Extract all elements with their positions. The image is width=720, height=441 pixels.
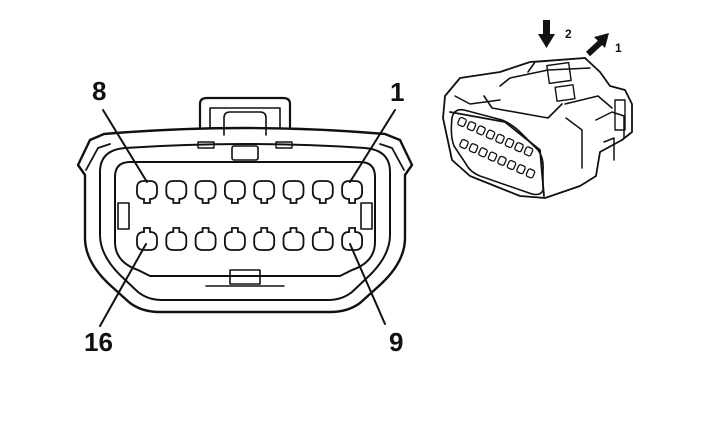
arrow-diagonal-icon bbox=[585, 33, 609, 57]
arrow-label-2: 2 bbox=[565, 27, 572, 41]
pin-insert bbox=[114, 161, 376, 277]
arrow-label-1: 1 bbox=[615, 41, 622, 55]
pin-label-16: 16 bbox=[84, 327, 113, 357]
housing-inner bbox=[99, 143, 391, 301]
iso-cavity bbox=[504, 137, 515, 149]
pin-cavity-2 bbox=[311, 180, 334, 204]
iso-cavity bbox=[476, 125, 486, 136]
pin-cavity-6 bbox=[194, 180, 217, 204]
pin-row-bottom bbox=[136, 227, 363, 251]
pin-cavity-8 bbox=[136, 180, 158, 204]
pin-cavity-5 bbox=[224, 180, 246, 204]
pin-cavity-3 bbox=[282, 180, 305, 204]
arrow-down-icon bbox=[538, 20, 555, 48]
connector-isometric-view: 2 1 bbox=[442, 20, 633, 199]
housing-outer bbox=[76, 126, 414, 314]
iso-cavity bbox=[497, 155, 507, 166]
pin-cavity-12 bbox=[253, 227, 276, 251]
pin-cavity-14 bbox=[194, 227, 217, 251]
iso-cavity bbox=[485, 129, 496, 140]
iso-cavity bbox=[523, 146, 534, 157]
iso-cavity bbox=[457, 116, 467, 128]
pin-cavity-15 bbox=[165, 227, 188, 251]
iso-cavity-grid bbox=[457, 116, 536, 179]
right-key-slot bbox=[360, 202, 373, 230]
pin-cavity-7 bbox=[165, 180, 188, 204]
leader-line-pin-16 bbox=[99, 243, 147, 327]
pin-cavity-13 bbox=[224, 227, 246, 251]
iso-cavity bbox=[487, 151, 498, 162]
pin-cavity-16 bbox=[136, 227, 158, 251]
iso-cavity bbox=[514, 142, 524, 153]
iso-cavity bbox=[478, 147, 488, 158]
top-latch bbox=[197, 96, 293, 161]
pin-cavity-1 bbox=[341, 180, 363, 204]
pin-cavity-10 bbox=[311, 227, 334, 251]
leader-line-pin-1 bbox=[349, 109, 396, 183]
iso-front-face bbox=[449, 111, 545, 197]
pin-label-1: 1 bbox=[390, 77, 404, 107]
iso-cavity bbox=[459, 138, 469, 150]
pin-cavity-11 bbox=[282, 227, 305, 251]
iso-cavity bbox=[468, 143, 479, 154]
pin-label-8: 8 bbox=[92, 76, 106, 106]
leader-line-pin-8 bbox=[102, 109, 148, 183]
pin-cavity-9 bbox=[341, 227, 363, 251]
iso-cavity bbox=[516, 164, 526, 175]
pin-row-top bbox=[136, 180, 363, 204]
pin-cavity-4 bbox=[253, 180, 276, 204]
bottom-key bbox=[229, 269, 261, 285]
iso-cavity bbox=[495, 133, 505, 144]
connector-face-view: 8 1 16 9 bbox=[76, 76, 414, 357]
left-key-slot bbox=[117, 202, 130, 230]
iso-cavity bbox=[466, 121, 477, 132]
iso-cavity bbox=[506, 159, 517, 171]
iso-cavity bbox=[525, 168, 536, 179]
pin-label-9: 9 bbox=[389, 327, 403, 357]
leader-line-pin-9 bbox=[349, 243, 386, 325]
